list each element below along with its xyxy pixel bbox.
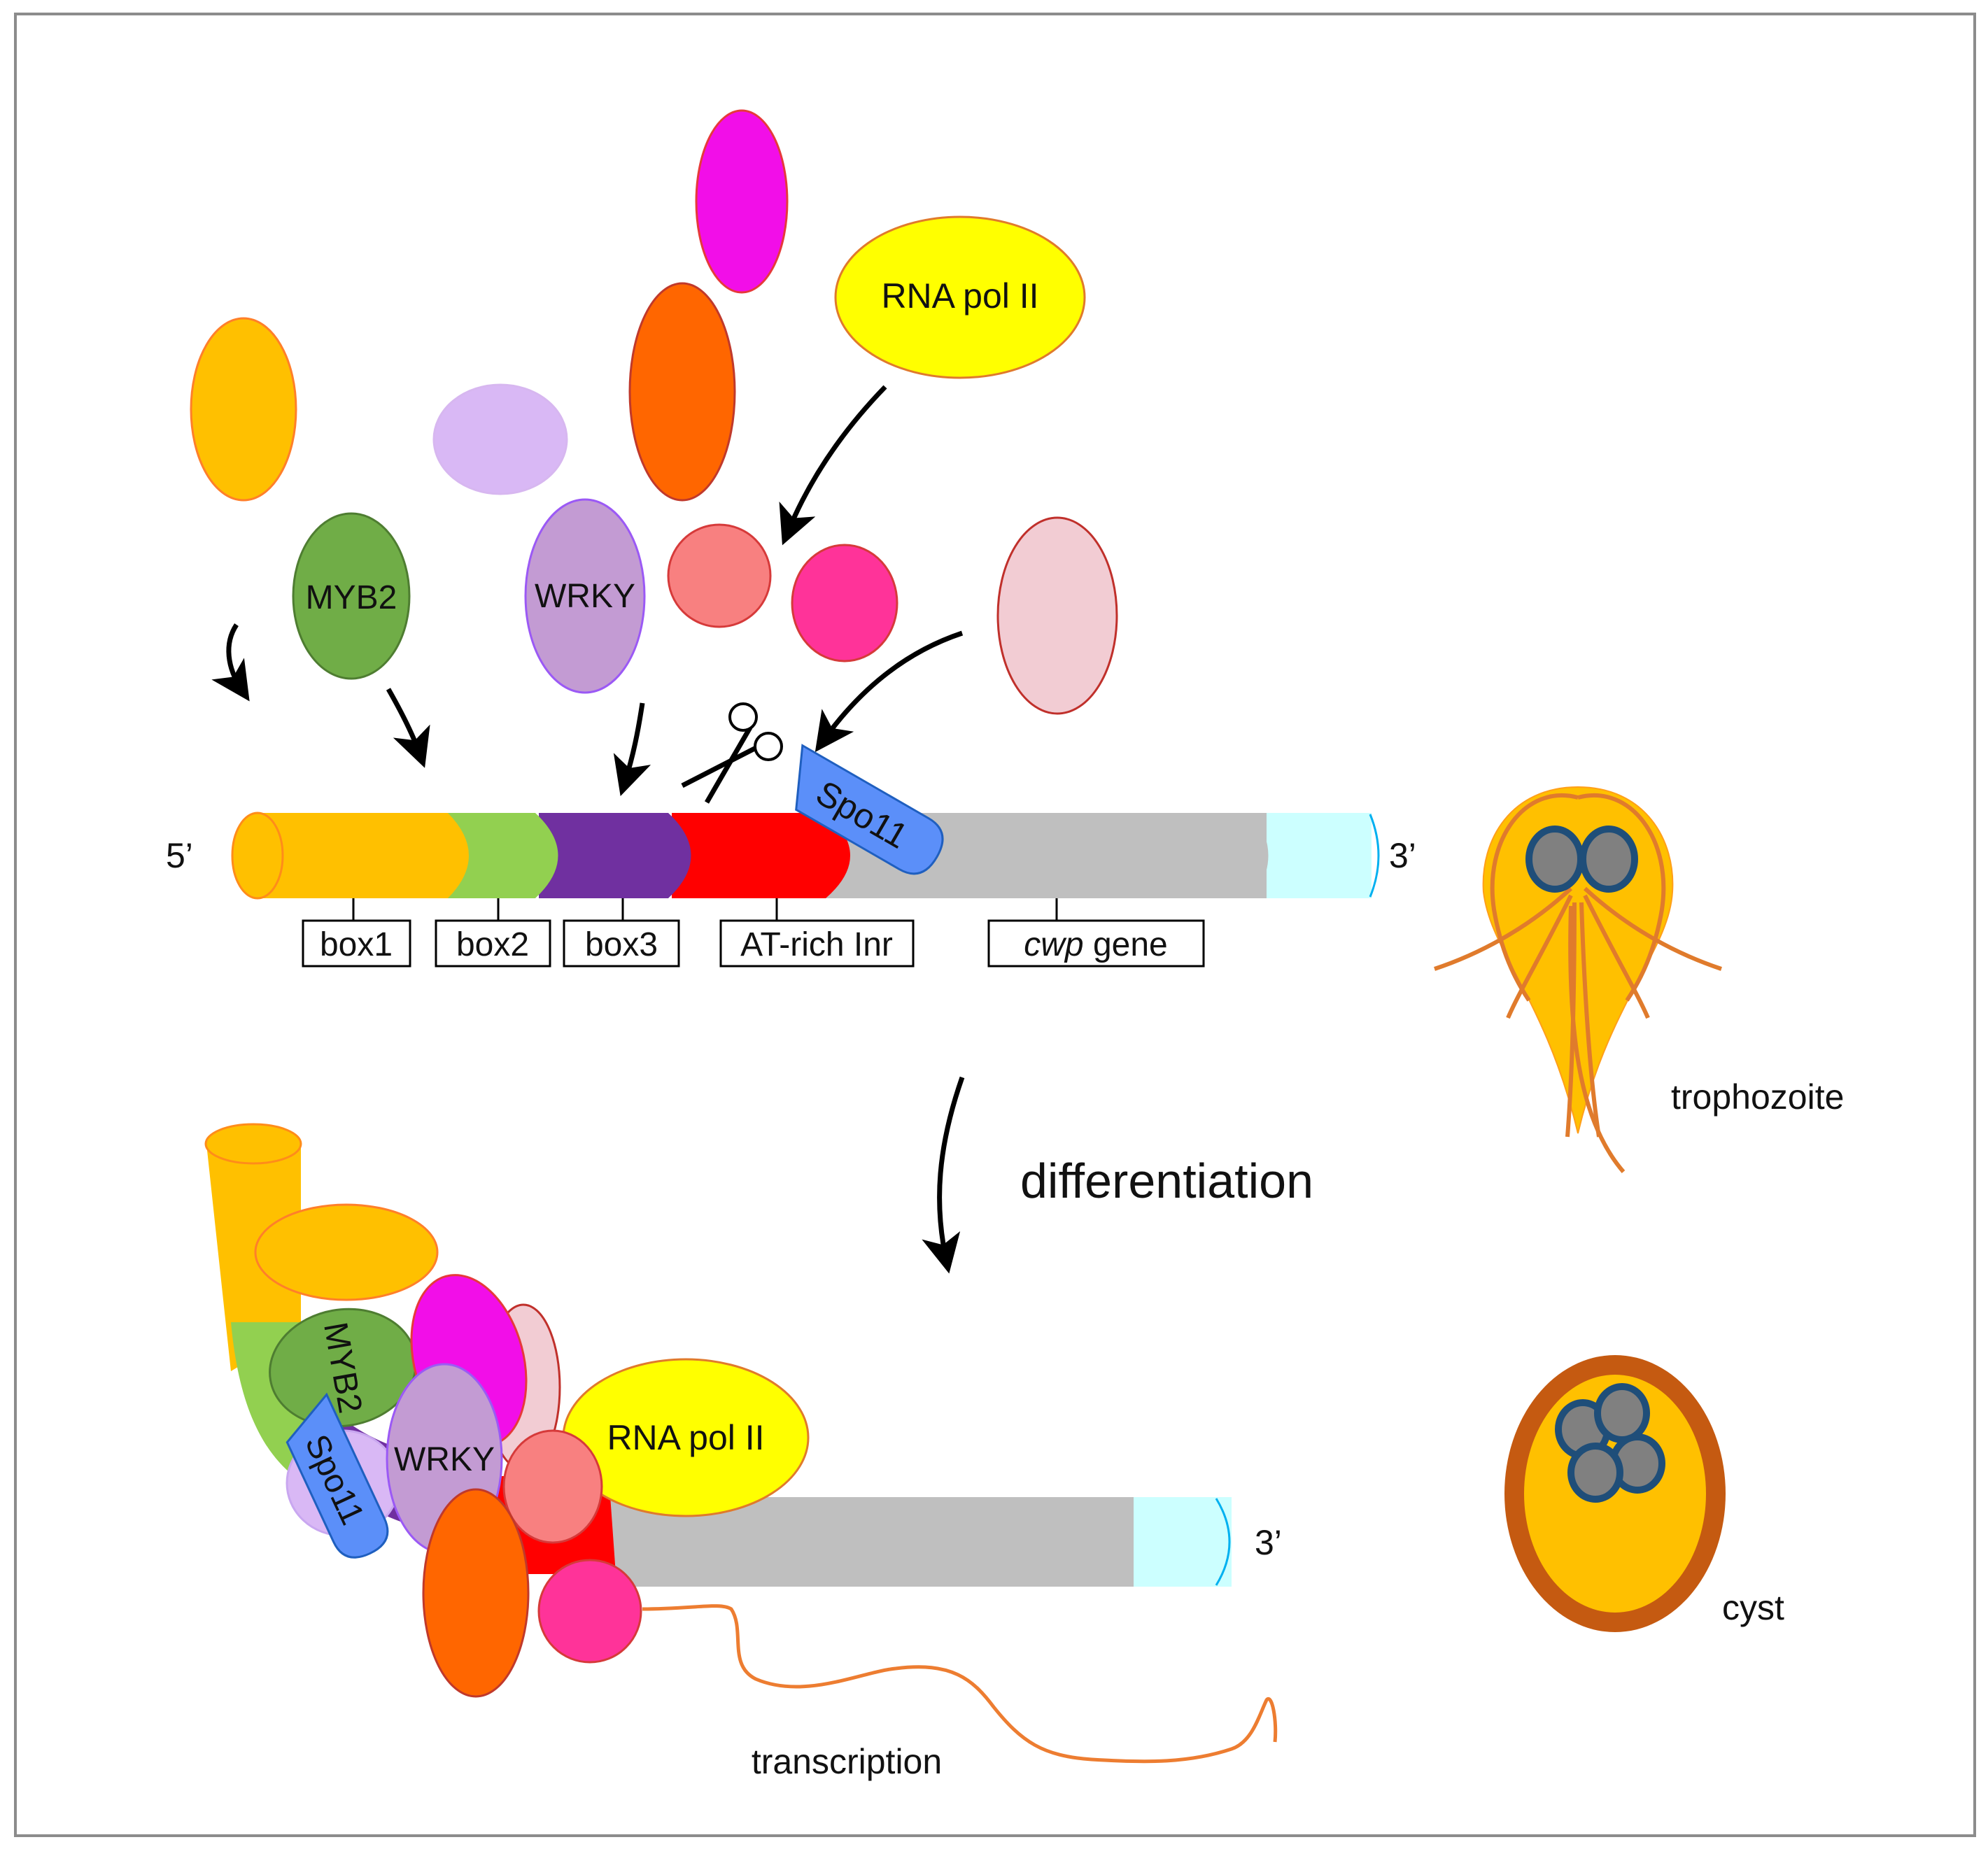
- arrow-icon: [613, 702, 651, 797]
- three-prime-bottom-label: 3’: [1255, 1523, 1282, 1562]
- five-prime-label: 5’: [166, 836, 193, 875]
- orange-factor-bound: [422, 1488, 530, 1698]
- myb2-top-label: MYB2: [306, 579, 397, 616]
- nucleus: [1594, 1383, 1650, 1443]
- spo11-bottom: Spo11: [285, 1392, 389, 1559]
- differentiation-label: differentiation: [1020, 1154, 1313, 1208]
- arrow-icon: [386, 688, 430, 768]
- box3-label-box: [563, 919, 680, 968]
- wrky-top-label: WRKY: [535, 578, 635, 615]
- myb2-top: MYB2: [292, 512, 411, 680]
- three-prime-top-label: 3’: [1389, 836, 1416, 875]
- element-boxes: [302, 898, 1205, 968]
- yellow-factor: [190, 317, 297, 502]
- wrky-top: WRKY: [524, 498, 646, 694]
- scissors-icon: [681, 702, 783, 804]
- nucleus: [1579, 826, 1638, 893]
- salmon-factor-bound: [502, 1429, 603, 1544]
- box1-region: [258, 813, 469, 898]
- transcription-label: transcription: [752, 1742, 942, 1781]
- box2-region: [448, 813, 558, 898]
- rna-pol-ii-top: RNA pol II: [834, 215, 1086, 379]
- arrow-icon: [779, 385, 887, 546]
- box3-region: [539, 813, 691, 898]
- figure-border: [14, 13, 1976, 1837]
- arrow-icon: [815, 630, 964, 753]
- inr-label-box: [719, 919, 915, 968]
- mrna-transcript: [642, 1604, 1278, 1764]
- wrky-bottom-label: WRKY: [394, 1441, 495, 1478]
- arrow-icon: [211, 623, 250, 702]
- bent-promoter-yellow: [206, 1144, 301, 1371]
- light-lavender-factor: [432, 383, 568, 495]
- free-transcription-factors: RNA pol II MYB2 WRKY: [190, 109, 1118, 715]
- trophozoite-cell: [1434, 786, 1722, 1173]
- nucleus: [1525, 826, 1584, 893]
- box2-label: box2: [456, 926, 529, 963]
- nucleus: [1567, 1443, 1623, 1503]
- pink-factor: [791, 544, 898, 663]
- box1-label: box1: [320, 926, 393, 963]
- inr-label: AT-rich Inr: [740, 926, 893, 963]
- pink-factor-bound: [537, 1559, 642, 1664]
- dna-promoter-top: [231, 812, 1380, 900]
- trophozoite-label: trophozoite: [1671, 1077, 1844, 1117]
- cwp-label-box: [987, 919, 1205, 968]
- orange-factor: [628, 282, 736, 502]
- light-pink-factor: [996, 516, 1118, 715]
- salmon-factor: [667, 523, 772, 628]
- cwp-gene-label: cwp gene: [1024, 926, 1167, 963]
- rna-pol-ii-bottom-label: RNA pol II: [607, 1418, 764, 1457]
- box1-label-box: [302, 919, 411, 968]
- rna-pol-ii-top-label: RNA pol II: [881, 276, 1038, 316]
- inr-region: [672, 813, 850, 898]
- rna-pol-ii-bottom: RNA pol II: [562, 1358, 810, 1517]
- cyst-label: cyst: [1722, 1588, 1784, 1627]
- box2-label-box: [435, 919, 551, 968]
- magenta-factor: [695, 109, 789, 294]
- box3-label: box3: [585, 926, 658, 963]
- cyst-cell: [1504, 1355, 1726, 1632]
- yellow-factor-bound: [254, 1203, 439, 1301]
- arrow-icon: [922, 1076, 965, 1274]
- binding-arrows: [211, 385, 964, 797]
